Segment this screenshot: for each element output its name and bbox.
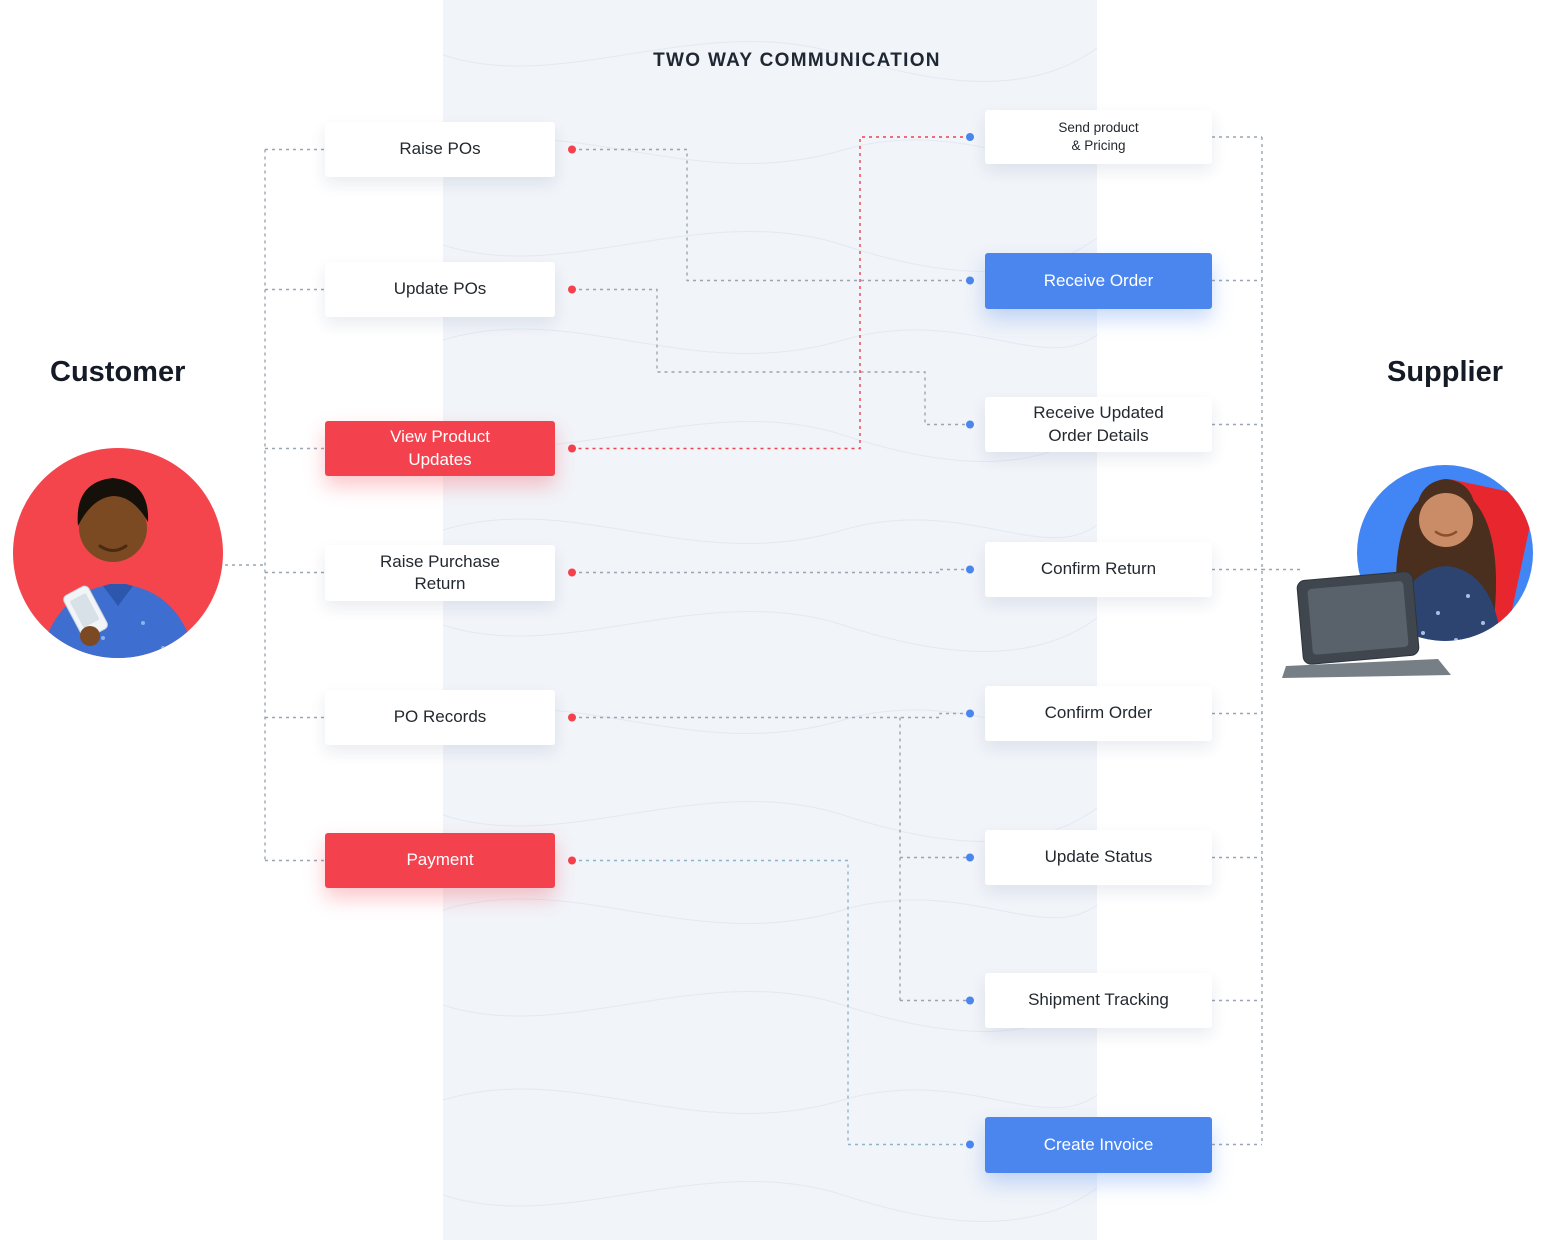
node-confirm-order: Confirm Order [985, 686, 1212, 741]
supplier-trunk-lines [1212, 136, 1300, 1146]
laptop-illustration [1282, 571, 1451, 678]
node-send-product-pricing: Send product & Pricing [985, 110, 1212, 164]
diagram-title: TWO WAY COMMUNICATION [653, 50, 941, 71]
node-update-status: Update Status [985, 830, 1212, 885]
node-payment: Payment [325, 833, 555, 888]
customer-endpoint-dots [568, 145, 576, 865]
customer-label: Customer [50, 356, 186, 388]
customer-avatar [13, 448, 223, 658]
node-receive-updated-order-details: Receive Updated Order Details [985, 397, 1212, 452]
background-waves [443, 41, 1097, 1222]
cross-connections [572, 136, 970, 1146]
supplier-label: Supplier [1387, 356, 1504, 388]
node-create-invoice: Create Invoice [985, 1117, 1212, 1173]
node-raise-purchase-return: Raise Purchase Return [325, 545, 555, 601]
node-shipment-tracking: Shipment Tracking [985, 973, 1212, 1028]
node-view-product-updates: View Product Updates [325, 421, 555, 476]
customer-trunk-lines [225, 148, 325, 862]
supplier-avatar [1282, 465, 1533, 678]
node-update-pos: Update POs [325, 262, 555, 317]
node-receive-order: Receive Order [985, 253, 1212, 309]
supplier-endpoint-dots [966, 133, 974, 1149]
node-po-records: PO Records [325, 690, 555, 745]
background-band [443, 0, 1097, 1240]
node-confirm-return: Confirm Return [985, 542, 1212, 597]
node-raise-pos: Raise POs [325, 122, 555, 177]
